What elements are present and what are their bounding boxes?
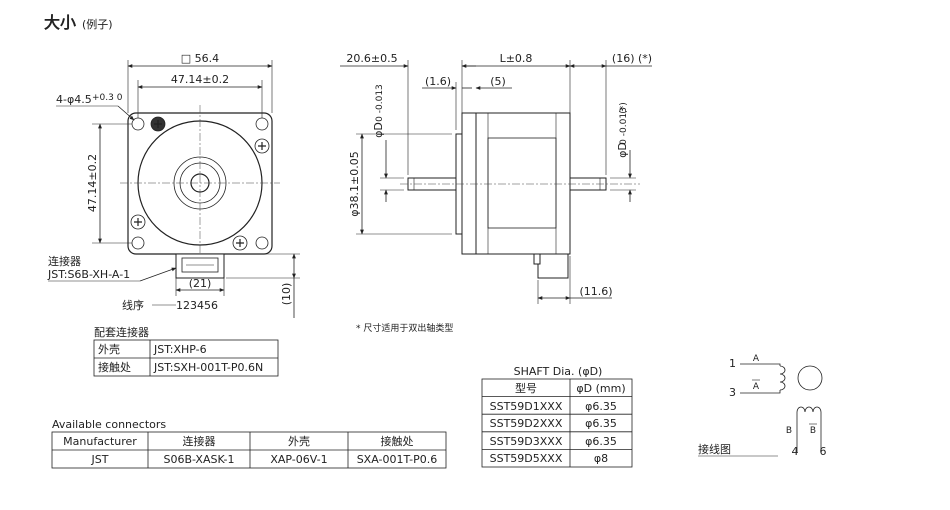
dim-shaft-dia-rear: φD — [616, 142, 629, 158]
shaft-dia-table: SHAFT Dia. (φD) 型号 φD (mm) SST59D1XXX φ6… — [481, 365, 633, 468]
wiring-phase-a-bar: A — [753, 382, 760, 392]
shaft-header-dia: φD (mm) — [576, 382, 625, 395]
wiring-phase-a: A — [753, 354, 760, 364]
wire-order-label: 线序 — [122, 298, 144, 312]
screw-icon — [254, 138, 270, 154]
dim-boss-dia: φ38.1±0.05 — [348, 151, 361, 216]
wiring-pin-3: 3 — [729, 386, 736, 399]
shaft-row-1-model: SST59D2XXX — [490, 417, 563, 430]
dim-connector-height: (10) — [280, 283, 293, 306]
rotor-icon — [797, 365, 823, 391]
wiring-label: 接线图 — [698, 442, 731, 456]
mating-row-0-value: JST:XHP-6 — [153, 343, 207, 356]
shaft-row-2-dia: φ6.35 — [585, 435, 617, 448]
screw-icon — [232, 235, 248, 251]
shaft-table-title: SHAFT Dia. (φD) — [514, 365, 603, 378]
dim-shaft-dia-front-tolerance: 0 -0.013 — [375, 84, 385, 122]
dim-rear-shaft: (16) (*) — [612, 52, 652, 65]
available-row-connector: S06B-XASK-1 — [163, 453, 234, 466]
shaft-row-0-dia: φ6.35 — [585, 400, 617, 413]
available-header-manufacturer: Manufacturer — [63, 435, 137, 448]
available-header-connector: 连接器 — [183, 435, 216, 448]
connector-label-line1: 连接器 — [48, 255, 81, 268]
wiring-pin-1: 1 — [729, 357, 736, 370]
dim-body-length: L±0.8 — [500, 52, 533, 65]
shaft-row-1-dia: φ6.35 — [585, 417, 617, 430]
dim-shaft-dia-rear-tolerance: 0 -0.013 — [619, 107, 629, 145]
shaft-row-3-dia: φ8 — [594, 452, 608, 465]
available-row-manufacturer: JST — [91, 453, 109, 466]
connector-label-line2: JST:S6B-XH-A-1 — [47, 268, 130, 281]
coil-a-icon — [779, 365, 786, 391]
dim-hole: 4-φ4.5 — [56, 93, 92, 106]
mount-hole-br — [255, 236, 269, 250]
mating-row-1-label: 接触处 — [98, 360, 131, 374]
dim-connector-width: (21) — [189, 277, 212, 290]
motor-body — [475, 112, 571, 255]
available-connectors-table: Available connectors Manufacturer 连接器 外壳… — [51, 418, 447, 469]
shaft-header-model: 型号 — [515, 381, 537, 395]
side-view: 20.6±0.5 L±0.8 (16) (*) (1.6) (5) φD 0 -… — [340, 52, 652, 334]
wiring-phase-b: B — [786, 426, 792, 436]
wiring-phase-b-bar: B — [810, 426, 816, 436]
page-title: 大小 — [44, 13, 76, 32]
shaft-row-0-model: SST59D1XXX — [490, 400, 563, 413]
dim-front-boss: (5) — [490, 75, 506, 88]
dim-connector-depth: (11.6) — [579, 285, 612, 298]
mating-connectors-title: 配套连接器 — [94, 326, 149, 339]
available-row-housing: XAP-06V-1 — [270, 453, 327, 466]
dim-pitch-horizontal: 47.14±0.2 — [171, 73, 229, 86]
shaft-row-3-model: SST59D5XXX — [490, 452, 563, 465]
dim-shaft-dia-rear-mark: (*) — [619, 102, 629, 114]
mating-connectors-table: 配套连接器 外壳 JST:XHP-6 接触处 JST:SXH-001T-P0.6… — [93, 326, 279, 377]
dim-front-step: (1.6) — [425, 75, 451, 88]
screw-icon — [150, 116, 166, 132]
mount-hole-tr — [255, 117, 269, 131]
coil-b-icon — [796, 406, 822, 413]
screw-icon — [130, 214, 146, 230]
available-header-contact: 接触处 — [381, 434, 414, 448]
dim-flange-to-shaft: 20.6±0.5 — [346, 52, 397, 65]
available-connectors-title: Available connectors — [52, 418, 166, 431]
front-view: □ 56.4 47.14±0.2 47.14±0.2 4-φ4.5 +0.3 0… — [47, 52, 300, 318]
wiring-pin-4: 4 — [792, 445, 799, 458]
available-header-housing: 外壳 — [288, 434, 310, 448]
flange — [461, 112, 477, 255]
wiring-pin-6: 6 — [820, 445, 827, 458]
page-subtitle: (例子) — [82, 17, 113, 31]
side-connector — [537, 253, 569, 279]
mating-row-0-label: 外壳 — [98, 342, 120, 356]
shaft-row-2-model: SST59D3XXX — [490, 435, 563, 448]
available-row-contact: SXA-001T-P0.6 — [357, 453, 438, 466]
dim-pitch-vertical: 47.14±0.2 — [86, 154, 99, 212]
connector-pins — [181, 257, 219, 273]
dim-hole-tolerance: +0.3 0 — [92, 93, 123, 103]
side-view-note: * 尺寸适用于双出轴类型 — [356, 322, 453, 334]
wiring-diagram: 1 3 A A B B 4 6 接线图 — [698, 354, 827, 458]
mating-row-1-value: JST:SXH-001T-P0.6N — [153, 361, 263, 374]
dim-shaft-dia-front: φD — [372, 122, 385, 138]
wire-order-value: 123456 — [176, 299, 218, 312]
mount-hole-bl — [131, 236, 145, 250]
dim-square: □ 56.4 — [181, 52, 219, 65]
